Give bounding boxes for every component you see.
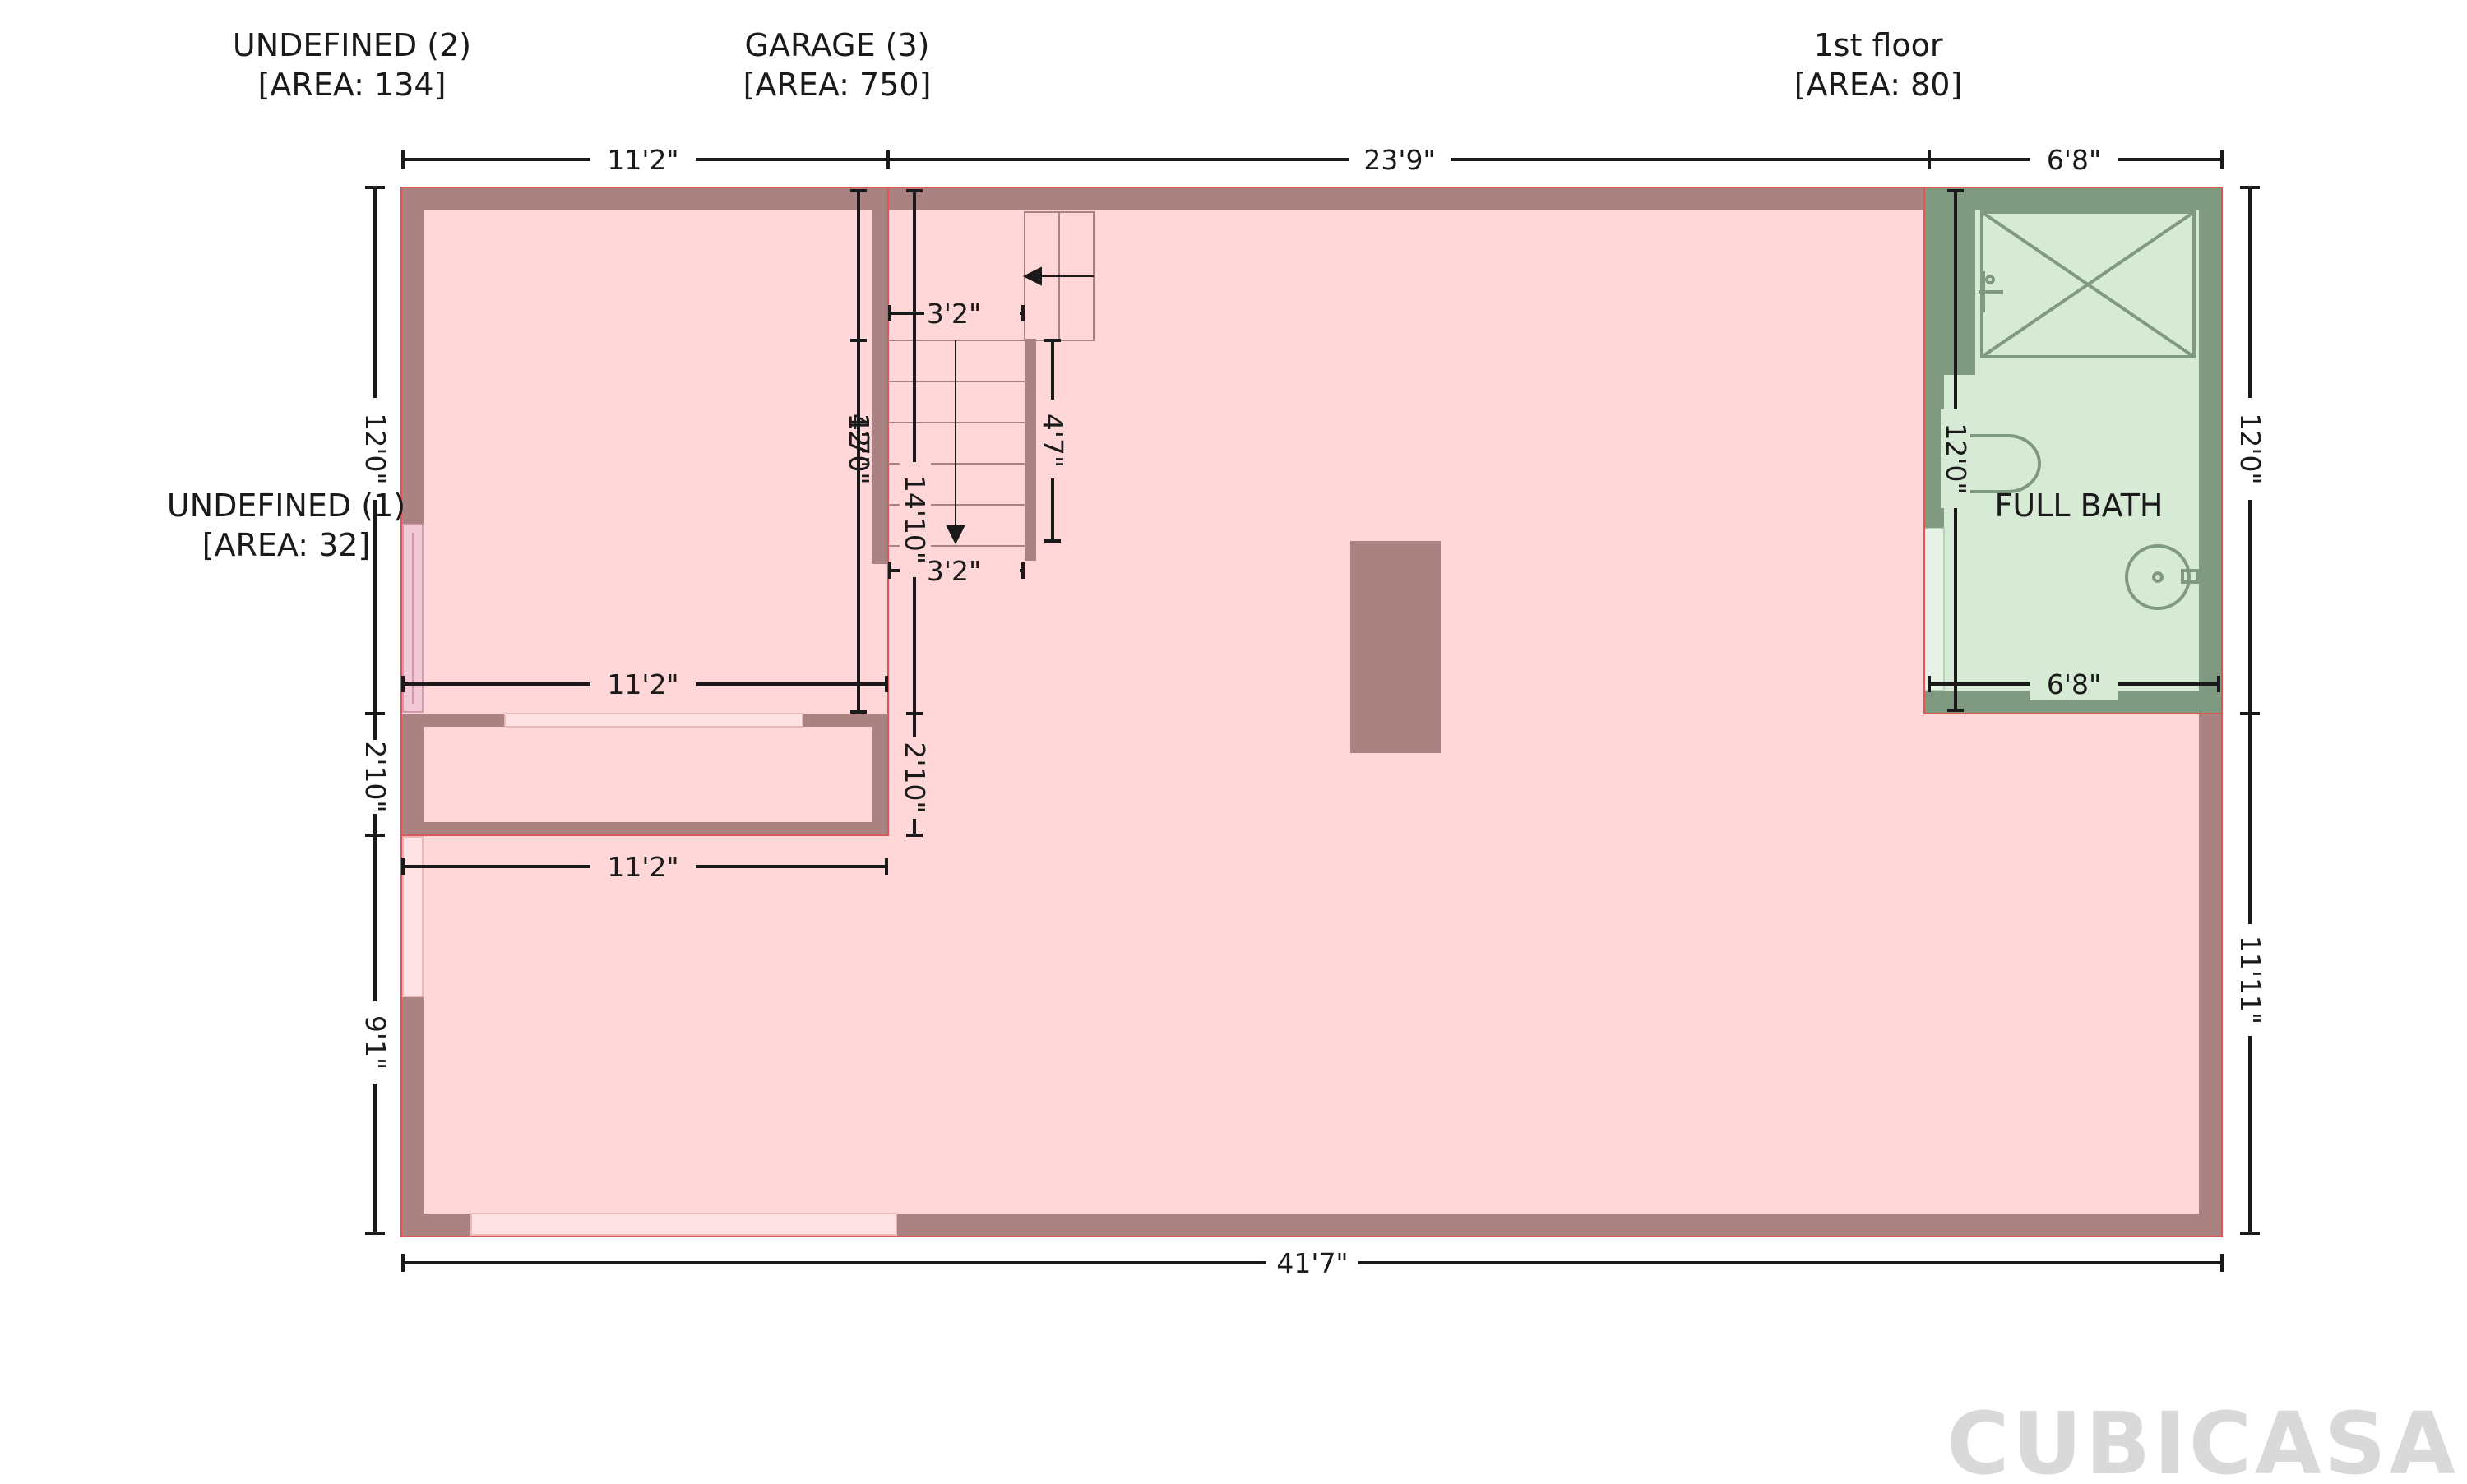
walls [401, 187, 2222, 1237]
dimension-labels: 11'2" 23'9" 6'8" 41'7" 12'0" 2'10" 9'1" … [359, 144, 2266, 1279]
room-area-undefined-2: [AREA: 134] [258, 67, 447, 103]
room-area-first-floor: [AREA: 80] [1794, 67, 1963, 103]
wall-storage-top-right [803, 714, 888, 727]
wall-top [401, 187, 1929, 210]
dim-right-lower: 11'11" [2234, 936, 2266, 1024]
dim-left-lower: 9'1" [359, 1015, 391, 1070]
dim-top-middle: 23'9" [1363, 144, 1435, 176]
toilet-icon [1944, 434, 2041, 493]
bath-walls [1924, 187, 2222, 714]
dim-bottom: 41'7" [1276, 1247, 1348, 1279]
shower-head-icon [1979, 271, 2003, 312]
room-name-undefined-1: UNDEFINED (1) [167, 488, 405, 524]
bath-wall-stub [1924, 187, 1975, 375]
dim-closet-wall-a: 4'7" [843, 414, 875, 468]
wall-left-lower [401, 996, 424, 1237]
dim-closet-wall-b: 12'0" [843, 413, 875, 484]
bath-wall-right [2199, 187, 2222, 714]
stair-arrowhead-left [1022, 266, 1042, 286]
dim-left-upper: 12'0" [359, 413, 391, 484]
wall-storage-top-left [401, 714, 505, 727]
room-labels: UNDEFINED (2) [AREA: 134] GARAGE (3) [AR… [167, 27, 2164, 563]
bath-fixtures [1944, 210, 2199, 610]
storage-opening [504, 713, 803, 728]
wall-bottom-left [401, 1214, 471, 1237]
stair-arrows [946, 266, 1094, 545]
wall-closet-right [872, 192, 888, 564]
door-left-lower [402, 836, 424, 997]
openings [402, 524, 1945, 1236]
garage-floor [403, 187, 2220, 1237]
wall-right-lower [2199, 714, 2222, 1237]
dim-stair-length: 14'10" [899, 475, 931, 564]
dim-stair-top: 3'2" [927, 298, 981, 330]
wall-storage-right [872, 714, 888, 835]
garage-door [470, 1213, 897, 1236]
dimension-label-backgrounds-inner [590, 298, 2118, 883]
room-area-undefined-1: [AREA: 32] [202, 527, 371, 563]
dim-right-upper: 12'0" [2234, 413, 2266, 484]
room-name-first-floor: 1st floor [1813, 27, 1942, 63]
room-name-undefined-2: UNDEFINED (2) [233, 27, 471, 63]
wall-bottom-right [896, 1214, 2222, 1237]
room-outlines [400, 187, 2223, 1237]
wall-storage-bottom [401, 822, 888, 835]
dim-top-left: 11'2" [607, 144, 678, 176]
dim-storage-width: 11'2" [607, 851, 678, 883]
bath-door [1923, 528, 1945, 691]
wall-left-mid [401, 714, 424, 837]
floor-areas [403, 187, 2220, 1237]
column [1350, 541, 1441, 753]
stair-arrowhead-down [946, 525, 965, 545]
dim-stair-side: 4'7" [1037, 414, 1069, 468]
sink-icon [2125, 544, 2199, 610]
room-name-garage-3: GARAGE (3) [745, 27, 930, 63]
dim-left-middle: 2'10" [359, 741, 391, 812]
dimension-label-backgrounds [359, 145, 2266, 1279]
wall-left-upper [401, 187, 424, 525]
dim-stair-bottom: 3'2" [927, 555, 981, 587]
dim-bath-height: 12'0" [1940, 423, 1972, 494]
room-name-full-bath: FULL BATH [1995, 488, 2164, 524]
dim-closet-width: 11'2" [607, 668, 678, 700]
room-area-garage-3: [AREA: 750] [743, 67, 932, 103]
dim-top-right: 6'8" [2047, 144, 2101, 176]
dim-bath-width: 6'8" [2047, 668, 2101, 700]
dim-storage-height: 2'10" [899, 742, 931, 813]
cubicasa-logo: CUBICASA [1946, 1394, 2459, 1484]
wall-stair [1025, 339, 1036, 561]
